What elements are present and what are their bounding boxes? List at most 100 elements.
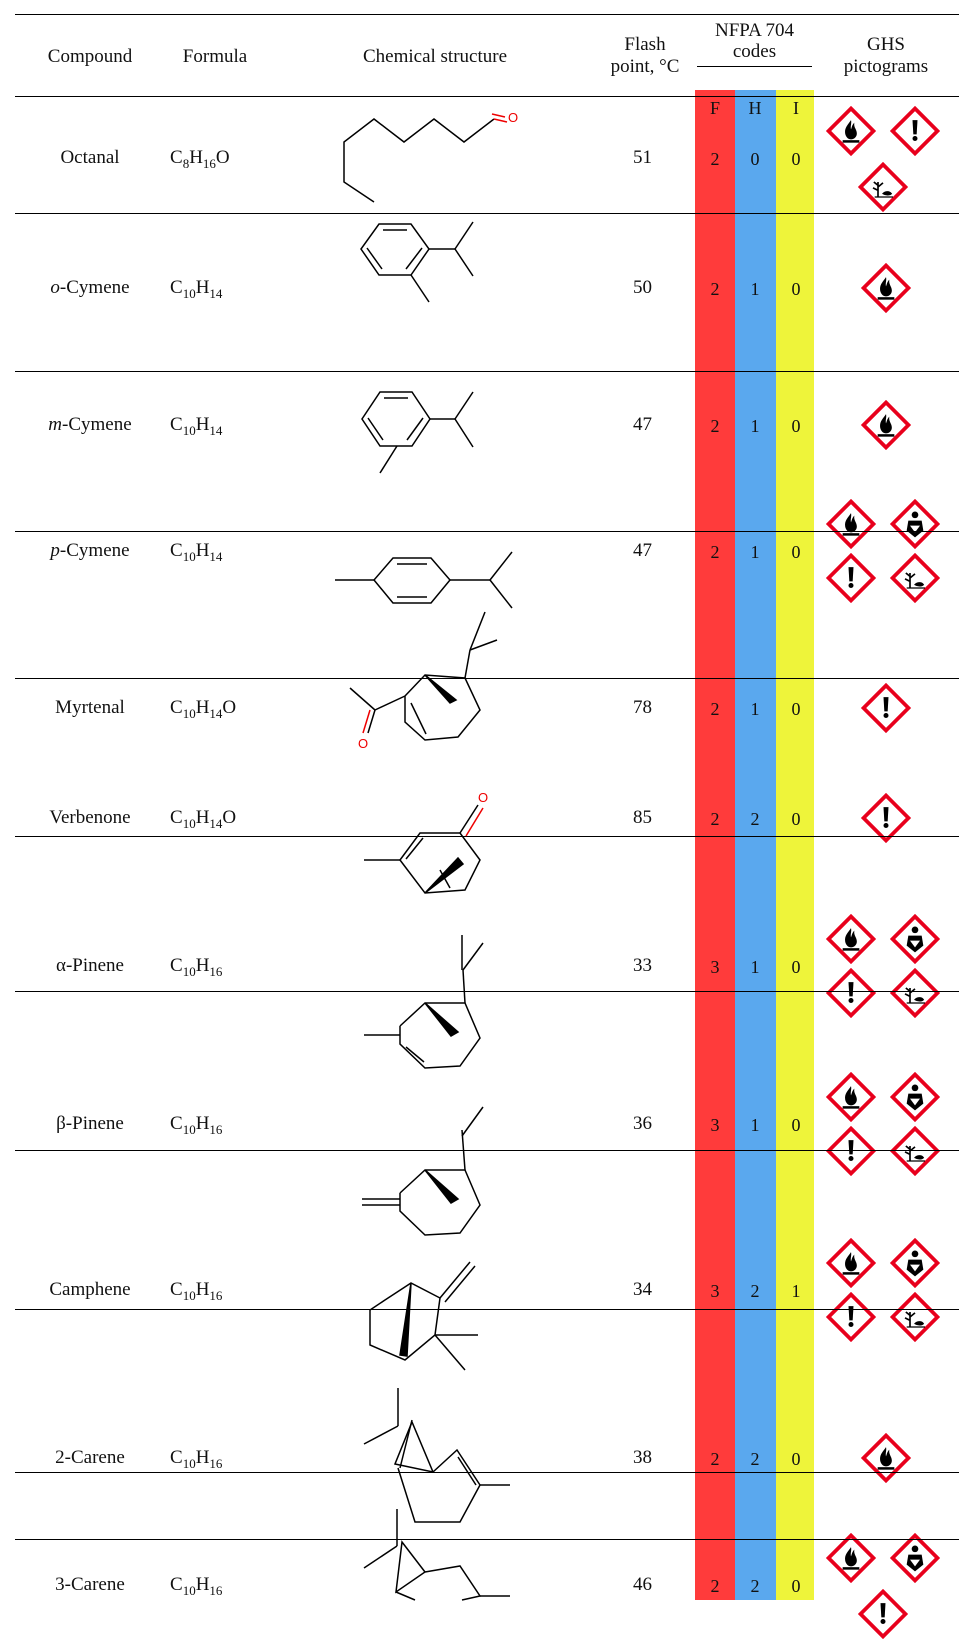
flash-point: 85 <box>633 807 652 828</box>
formula-subscript: 10 <box>182 1582 196 1598</box>
formula-element: O <box>215 147 230 168</box>
exclamation-icon <box>826 553 876 603</box>
structure-camphene <box>369 1261 478 1371</box>
flame-icon <box>826 1533 876 1583</box>
flame-icon <box>826 1072 876 1122</box>
formula-subscript: 10 <box>182 422 196 438</box>
compound-label: Octanal <box>60 147 120 168</box>
row-divider <box>15 836 959 837</box>
header-structure: Chemical structure <box>362 46 508 67</box>
formula-subscript: 14 <box>209 705 223 721</box>
nfpa-flammability-code: 2 <box>710 1576 720 1596</box>
health-hazard-icon <box>890 1238 940 1288</box>
row-divider <box>15 213 959 214</box>
formula-subscript: 10 <box>182 705 196 721</box>
nfpa-flammability-code: 3 <box>710 1281 720 1301</box>
formula-subscript: 10 <box>182 285 196 301</box>
compound-label: Myrtenal <box>55 697 125 718</box>
compound-prefix: o <box>50 277 60 298</box>
formula-element: C <box>170 1447 183 1468</box>
compound-label: α-Pinene <box>56 955 124 976</box>
formula: C10H16 <box>170 955 280 978</box>
compound-name: m-Cymene <box>20 414 160 436</box>
formula-subscript: 14 <box>209 285 223 301</box>
health-hazard-icon <box>890 914 940 964</box>
structure-m-cymene <box>361 391 474 474</box>
flash-point: 78 <box>633 697 652 718</box>
atom-o: O <box>508 110 518 125</box>
exclamation-icon <box>826 968 876 1018</box>
environment-icon <box>890 968 940 1018</box>
structure-verbenone: O <box>364 790 488 894</box>
flash-point: 34 <box>633 1279 652 1300</box>
nfpa-header-rule <box>697 66 812 67</box>
flash-point: 51 <box>633 147 652 168</box>
formula-element: C <box>170 540 183 561</box>
flash-point: 46 <box>633 1574 652 1595</box>
nfpa-flammability-code: 3 <box>710 957 720 977</box>
formula-element: C <box>170 1574 183 1595</box>
structure-octanal: O <box>343 110 518 203</box>
compound-name: p-Cymene <box>20 540 160 562</box>
compound-name: α-Pinene <box>20 955 160 977</box>
row-divider <box>15 991 959 992</box>
chemical-structures: O <box>335 110 518 1601</box>
formula: C10H14O <box>170 807 280 831</box>
formula-element: H <box>195 1279 210 1300</box>
flash-point: 47 <box>633 414 652 435</box>
formula-subscript: 16 <box>202 155 216 171</box>
formula-element: H <box>195 540 210 561</box>
nfpa-health-code: 2 <box>750 1576 760 1596</box>
formula-element: H <box>195 697 210 718</box>
formula: C10H14 <box>170 540 280 564</box>
compound-name: o-Cymene <box>20 277 160 299</box>
formula-element: H <box>195 1447 210 1468</box>
formula-subscript: 14 <box>209 815 223 831</box>
formula: C10H14 <box>170 277 280 301</box>
compound-name: Camphene <box>20 1279 160 1301</box>
flash-point: 50 <box>633 277 652 298</box>
environment-icon <box>890 1126 940 1176</box>
structure-2-carene <box>363 1388 510 1523</box>
header-nfpa: NFPA 704 codes <box>714 20 795 62</box>
formula-element: C <box>170 955 183 976</box>
nfpa-instability-code: 0 <box>791 1115 801 1135</box>
formula-element: H <box>195 807 210 828</box>
formula-element: C <box>170 1279 183 1300</box>
formula-element: H <box>195 414 210 435</box>
structure-beta-pinene <box>362 1106 484 1236</box>
header-ghs: GHS pictograms <box>843 34 929 77</box>
compound-label: -Cymene <box>62 414 132 435</box>
formula-element: C <box>170 807 183 828</box>
nfpa-flammability-band <box>695 90 735 1600</box>
flash-point: 47 <box>633 540 652 561</box>
compound-name: Verbenone <box>20 807 160 829</box>
formula-subscript: 14 <box>209 548 223 564</box>
nfpa-health-code: 1 <box>750 1115 760 1135</box>
formula-subscript: 16 <box>209 1287 223 1303</box>
health-hazard-icon <box>890 1533 940 1583</box>
header-nfpa-h: H <box>748 98 762 118</box>
header-compound: Compound <box>47 46 133 67</box>
row-divider <box>15 678 959 679</box>
compound-name: Myrtenal <box>20 697 160 719</box>
formula-subscript: 10 <box>182 548 196 564</box>
formula-element: H <box>195 1113 210 1134</box>
environment-icon <box>890 553 940 603</box>
row-divider <box>15 1309 959 1310</box>
flame-icon <box>861 400 911 450</box>
formula-subscript: 10 <box>182 1287 196 1303</box>
row-divider <box>15 1472 959 1473</box>
atom-o: O <box>478 790 488 805</box>
header-flash-point: Flash point, °C <box>610 34 680 77</box>
formula: C10H16 <box>170 1574 280 1598</box>
nfpa-instability-code: 0 <box>791 1576 801 1596</box>
compound-label: 2-Carene <box>55 1447 125 1468</box>
row-divider <box>15 1150 959 1151</box>
formula-element: H <box>189 147 203 168</box>
formula-element: C <box>170 1113 183 1134</box>
formula-element: C <box>170 147 183 168</box>
top-rule <box>15 14 959 15</box>
compound-label: Verbenone <box>49 807 131 828</box>
formula-element: C <box>170 277 183 298</box>
